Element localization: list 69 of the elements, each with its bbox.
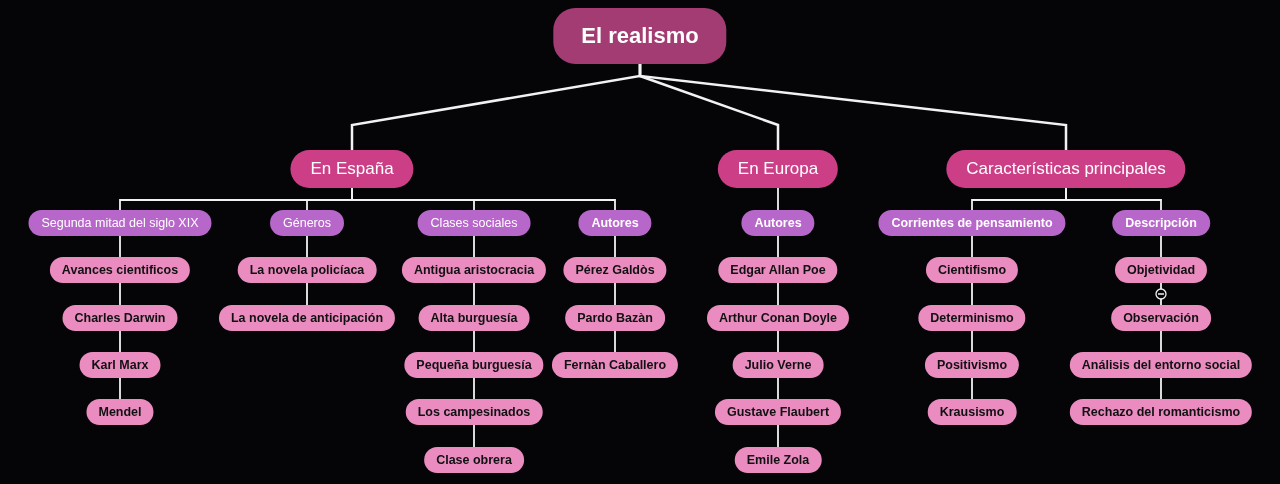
item-box: Los campesinados: [405, 399, 543, 425]
item-box: La novela de anticipación: [218, 305, 396, 331]
subcategory-box: Autores: [741, 210, 815, 236]
category-box: En Europa: [717, 150, 839, 188]
item-box: Charles Darwin: [62, 305, 178, 331]
connector-line: [971, 235, 973, 258]
connector-line: [1160, 235, 1162, 258]
connector-line: [971, 282, 973, 306]
connector-line: [777, 282, 779, 306]
item-box: Edgar Allan Poe: [718, 257, 838, 283]
item-box: Análisis del entorno social: [1069, 352, 1253, 378]
item-box: Alta burguesía: [418, 305, 530, 331]
subcategory-box: Géneros: [270, 210, 344, 236]
connector-line: [1065, 187, 1162, 211]
connector-line: [1155, 282, 1167, 306]
subcategory-box: Clases sociales: [417, 210, 531, 236]
subcategory-box: Descripción: [1112, 210, 1210, 236]
connector-line: [119, 282, 121, 306]
title-box: El realismo: [553, 8, 727, 64]
item-box: Avances cientificos: [49, 257, 191, 283]
connector-line: [614, 235, 616, 258]
item-box: Objetividad: [1114, 257, 1208, 283]
item-box: Julio Verne: [732, 352, 824, 378]
connector-line: [777, 424, 779, 448]
connector-line: [614, 330, 616, 353]
subcategory-box: Corrientes de pensamiento: [878, 210, 1066, 236]
connector-line: [473, 424, 475, 448]
item-box: La novela policíaca: [237, 257, 377, 283]
category-box: Características principales: [946, 150, 1186, 188]
item-box: Pérez Galdòs: [563, 257, 667, 283]
connector-line: [777, 235, 779, 258]
connector-line: [777, 187, 779, 211]
connector-line: [306, 235, 308, 258]
connector-line: [351, 187, 616, 211]
connector-line: [971, 330, 973, 353]
item-box: Emile Zola: [734, 447, 822, 473]
subcategory-box: Autores: [578, 210, 652, 236]
item-box: Fernàn Caballero: [551, 352, 679, 378]
connector-line: [119, 235, 121, 258]
connector-line: [306, 282, 308, 306]
connector-line: [971, 377, 973, 400]
subcategory-box: Segunda mitad del siglo XIX: [28, 210, 212, 236]
connector-line: [777, 330, 779, 353]
item-box: Cientifismo: [925, 257, 1019, 283]
connector-line: [1160, 377, 1162, 400]
connector-line: [638, 64, 1068, 150]
item-box: Karl Marx: [79, 352, 161, 378]
connector-line: [119, 330, 121, 353]
connector-line: [777, 377, 779, 400]
item-box: Antigua aristocracia: [401, 257, 547, 283]
item-box: Determinismo: [918, 305, 1026, 331]
category-box: En España: [290, 150, 414, 188]
connector-line: [614, 282, 616, 306]
item-box: Clase obrera: [424, 447, 524, 473]
connector-line: [473, 377, 475, 400]
item-box: Gustave Flaubert: [714, 399, 842, 425]
item-box: Positivismo: [924, 352, 1020, 378]
item-box: Pequeña burguesía: [404, 352, 544, 378]
item-box: Mendel: [86, 399, 154, 425]
item-box: Arthur Conan Doyle: [706, 305, 850, 331]
connector-line: [473, 282, 475, 306]
connector-line: [473, 330, 475, 353]
connector-line: [119, 377, 121, 400]
item-box: Observación: [1111, 305, 1211, 331]
connector-line: [473, 235, 475, 258]
connector-line: [1160, 330, 1162, 353]
item-box: Krausismo: [927, 399, 1017, 425]
item-box: Rechazo del romanticismo: [1069, 399, 1253, 425]
item-box: Pardo Bazàn: [565, 305, 665, 331]
